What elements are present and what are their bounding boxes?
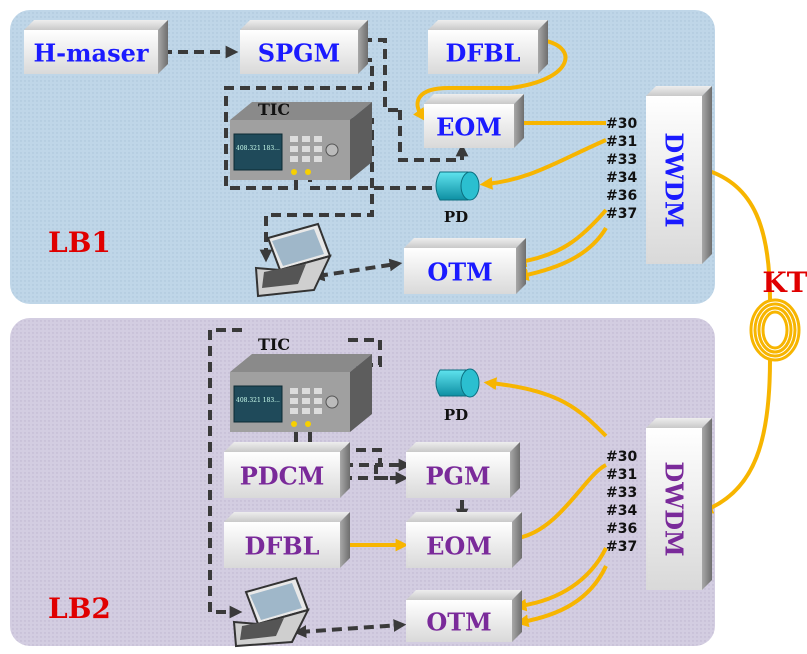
lab2-pgm-box: PGM — [406, 442, 520, 498]
lab2-tic-screen: 408.321 183... — [236, 397, 280, 404]
laptop-icon — [254, 222, 332, 298]
lab1-hmaser-label: H-maser — [33, 39, 148, 68]
lab2-otm-label: OTM — [426, 608, 491, 637]
lab2-panel — [10, 318, 715, 646]
fiber-spool-icon — [749, 298, 801, 362]
port-label: #34 — [606, 503, 637, 519]
lab2-dfbl-label: DFBL — [244, 532, 319, 561]
lab2-pgm-label: PGM — [425, 462, 490, 491]
lab1-coax-links — [162, 38, 469, 282]
port-label: #31 — [606, 134, 637, 150]
lab2-eom-box: EOM — [406, 512, 522, 568]
lab1-tic-screen: 408.321 183... — [236, 145, 280, 152]
lab1-computer — [254, 222, 332, 298]
lab2-photodetector: PD — [435, 368, 480, 424]
lab1-label: LB1 — [48, 226, 111, 259]
lab2-fiber-links — [340, 377, 608, 628]
lab1-hmaser-box: H-maser — [24, 20, 168, 74]
lab2-eom-label: EOM — [426, 532, 492, 561]
lab1-eom-box: EOM — [424, 94, 524, 148]
lab2-tic: 408.321 183... TIC — [230, 335, 372, 432]
lab2-tic-label: TIC — [258, 335, 290, 354]
port-label: #33 — [606, 152, 637, 168]
lab2-otm-box: OTM — [406, 590, 522, 642]
lab1-dwdm-label: DWDM — [660, 132, 689, 227]
lab2-pdcm-label: PDCM — [240, 462, 325, 491]
lab1-dwdm-box: DWDM — [646, 86, 712, 264]
lab1-pd-label: PD — [444, 208, 468, 226]
port-label: #36 — [606, 521, 637, 537]
lab1-otm-box: OTM — [404, 238, 526, 294]
lab2-dwdm-box: DWDM — [646, 418, 712, 590]
port-label: #30 — [606, 449, 637, 465]
port-label: #30 — [606, 116, 637, 132]
lab2-label: LB2 — [48, 592, 111, 625]
lab1-dfbl-box: DFBL — [428, 20, 548, 74]
lab2-dwdm-ports: #30 #31 #33 #34 #36 #37 — [606, 449, 637, 555]
lab2-computer — [232, 576, 310, 648]
port-label: #33 — [606, 485, 637, 501]
lab2-dfbl-box: DFBL — [224, 512, 350, 568]
port-label: #37 — [606, 206, 637, 222]
lab1-spgm-label: SPGM — [258, 39, 340, 68]
lab1-otm-label: OTM — [427, 258, 492, 287]
port-label: #37 — [606, 539, 637, 555]
lab1-fiber-links — [413, 38, 608, 281]
port-label: #36 — [606, 188, 637, 204]
lab1-tic: 408.321 183... TIC — [230, 100, 372, 180]
lab2-pd-label: PD — [444, 406, 468, 424]
lab2-dwdm-label: DWDM — [660, 461, 689, 556]
lab1-tic-label: TIC — [258, 100, 290, 119]
port-label: #31 — [606, 467, 637, 483]
lab1-photodetector: PD — [435, 171, 480, 226]
lab1-dwdm-ports: #30 #31 #33 #34 #36 #37 — [606, 116, 637, 222]
laptop-icon — [232, 576, 310, 648]
kt-fiber-link: KT — [698, 162, 807, 514]
lab2-pdcm-box: PDCM — [224, 442, 350, 498]
kt-label: KT — [762, 266, 807, 299]
lab1-spgm-box: SPGM — [240, 20, 368, 74]
lab1-eom-label: EOM — [436, 113, 502, 142]
port-label: #34 — [606, 170, 637, 186]
lab1-dfbl-label: DFBL — [445, 39, 520, 68]
